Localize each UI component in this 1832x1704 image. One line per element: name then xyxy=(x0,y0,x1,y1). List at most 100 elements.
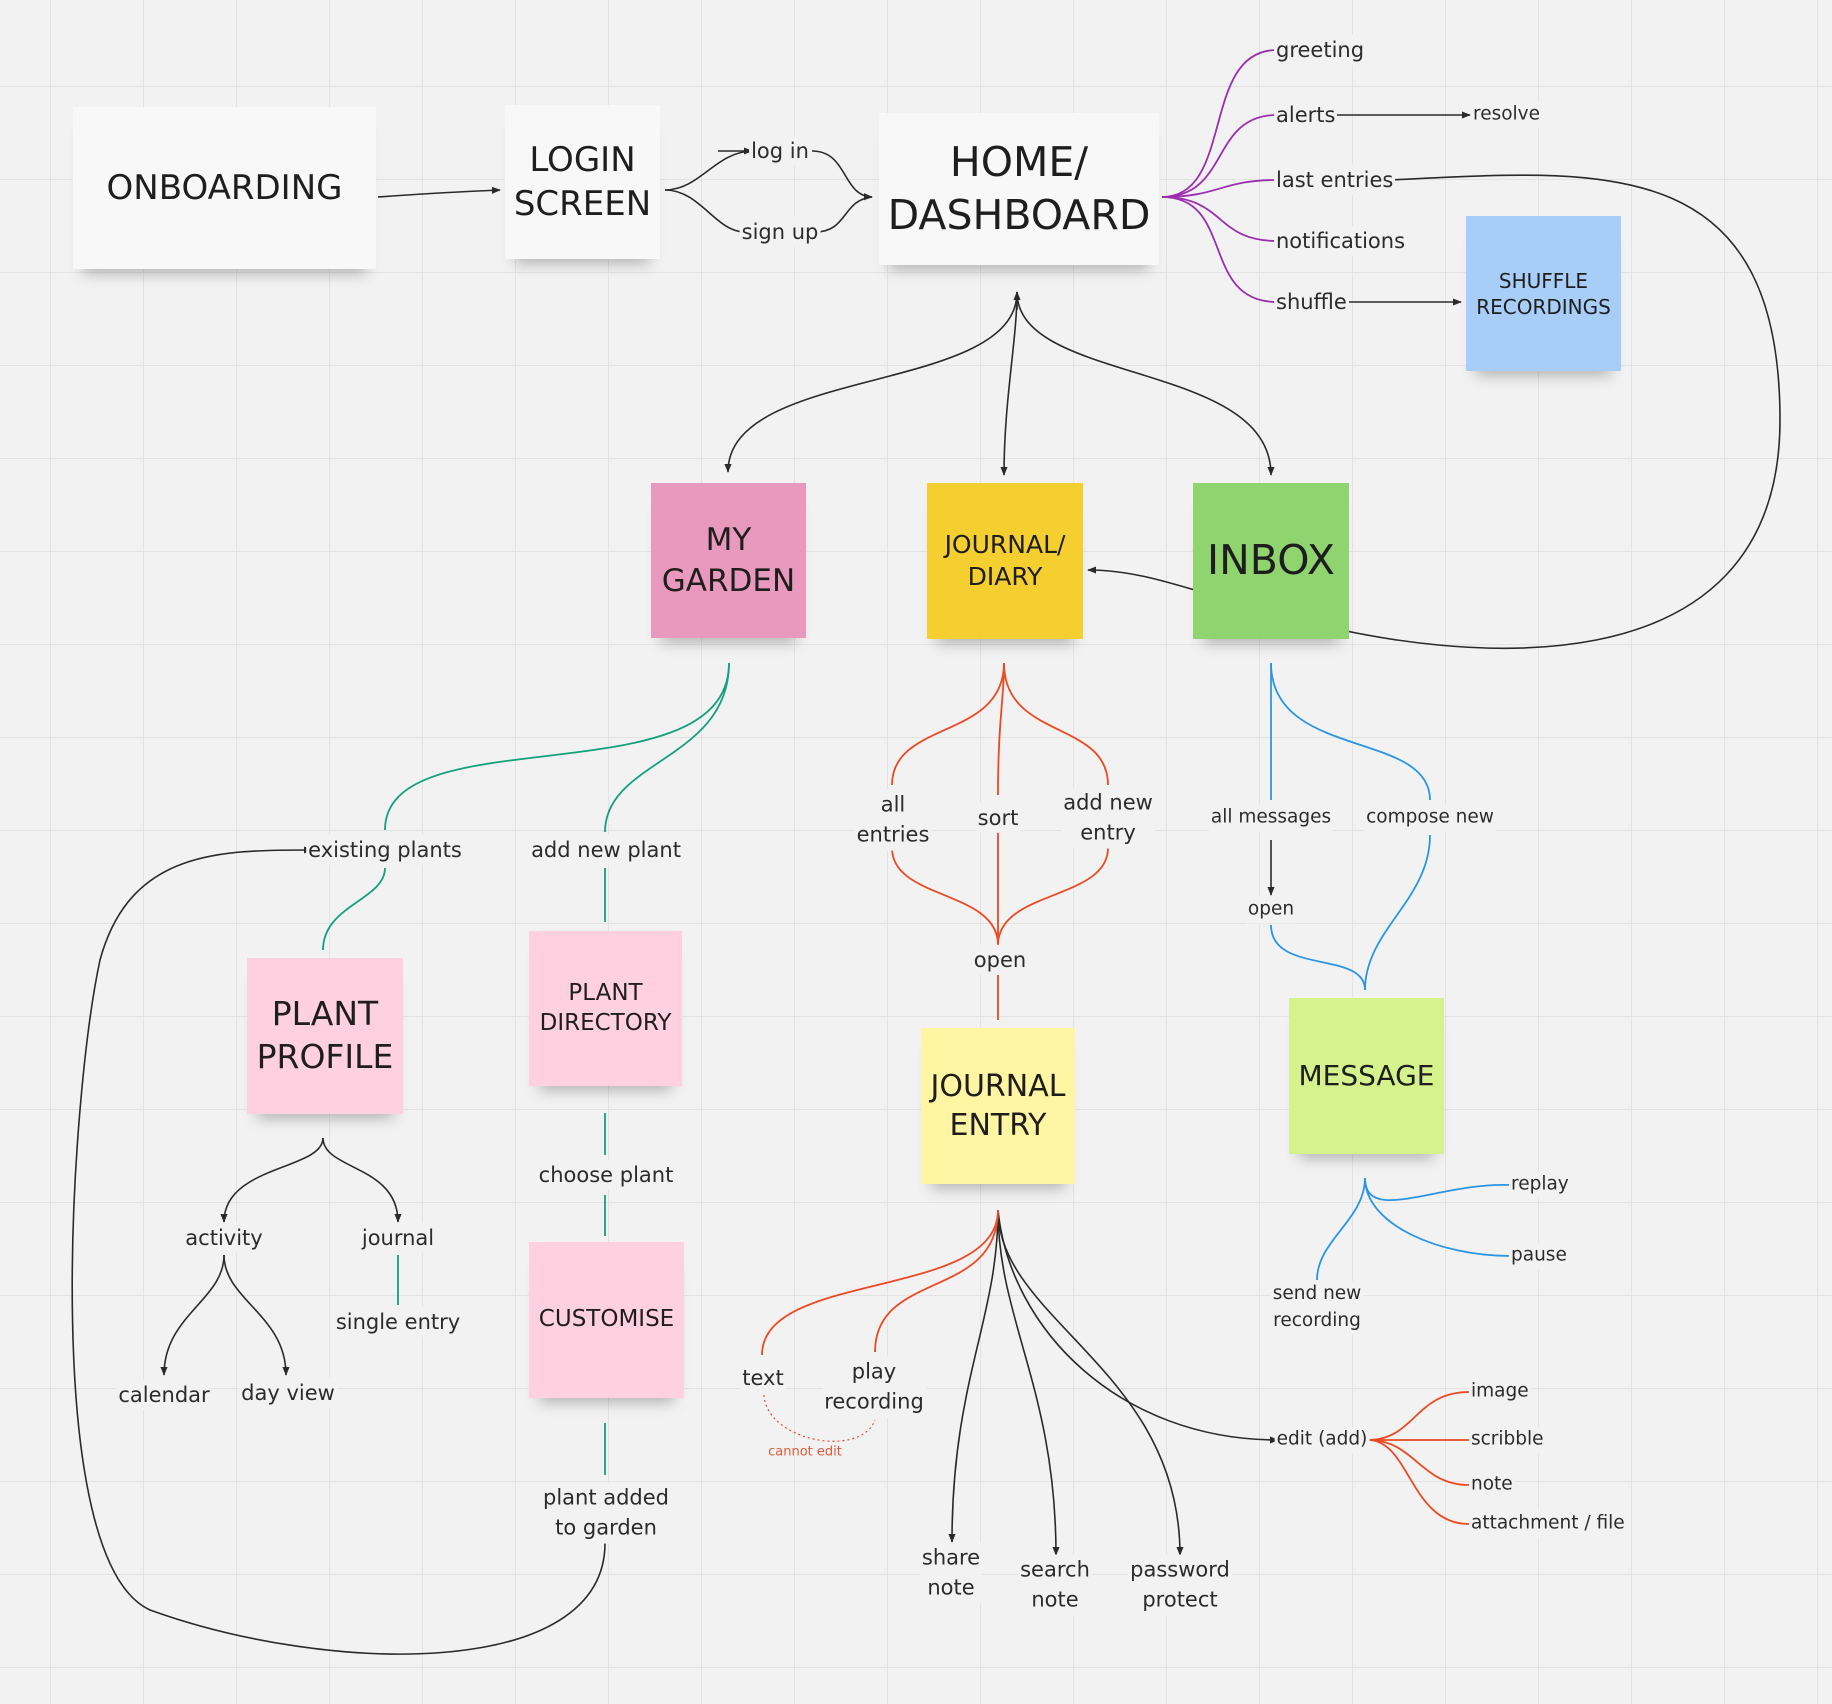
blue-connectors xyxy=(1270,662,1511,1281)
login-screen-note-text: LOGIN SCREEN xyxy=(513,139,652,224)
all-entries-to-open-connector xyxy=(891,847,999,946)
home-to-notifications-connector xyxy=(1161,196,1278,242)
garden-to-add-new-plant-connector xyxy=(604,662,730,833)
shuffle-recordings-note[interactable]: SHUFFLE RECORDINGS xyxy=(1466,216,1621,371)
orange-connectors xyxy=(761,662,1470,1525)
greeting-label: greeting xyxy=(1274,34,1367,66)
entry-to-edit-connector xyxy=(997,1209,1279,1444)
day-view-label: day view xyxy=(239,1377,337,1409)
edit-add-label: edit (add) xyxy=(1274,1426,1370,1454)
plant-profile-note[interactable]: PLANT PROFILE xyxy=(247,958,403,1114)
login-screen-note[interactable]: LOGIN SCREEN xyxy=(505,105,660,259)
sign-up-to-home-connector xyxy=(814,196,873,233)
inbox-to-compose-new-connector xyxy=(1270,662,1431,801)
shuffle-label: shuffle xyxy=(1274,286,1349,318)
password-protect-label: password protect xyxy=(1128,1554,1232,1616)
journal-label: journal xyxy=(359,1222,437,1254)
message-to-send-new-connector xyxy=(1316,1177,1366,1281)
entry-to-play-recording-connector xyxy=(874,1209,999,1353)
home-dashboard-note-text: HOME/ DASHBOARD xyxy=(887,137,1151,239)
home-to-last-entries-connector xyxy=(1161,179,1278,198)
entry-to-search-note-connector xyxy=(997,1209,1060,1556)
log-in-to-home-connector xyxy=(811,150,873,201)
journal-open-label: open xyxy=(971,944,1029,976)
text-label: text xyxy=(740,1362,786,1394)
search-note-label: search note xyxy=(1018,1554,1092,1616)
login-to-log-in-connector xyxy=(664,150,753,191)
last-entries-label: last entries xyxy=(1274,164,1396,196)
scribble-label: scribble xyxy=(1469,1426,1546,1454)
cannot-edit-dotted-connector xyxy=(763,1389,876,1442)
inbox-note-text: INBOX xyxy=(1207,536,1335,585)
pause-label: pause xyxy=(1509,1242,1569,1270)
share-note-label: share note xyxy=(919,1542,983,1604)
add-new-entry-to-open-connector xyxy=(997,847,1109,946)
message-to-pause-connector xyxy=(1364,1177,1511,1257)
edit-to-attachment-connector xyxy=(1367,1439,1470,1525)
diary-to-all-entries-connector xyxy=(891,662,1005,786)
message-note[interactable]: MESSAGE xyxy=(1289,998,1444,1154)
compose-new-label: compose new xyxy=(1364,804,1496,832)
attachment-file-label: attachment / file xyxy=(1469,1510,1627,1538)
journal-diary-note[interactable]: JOURNAL/ DIARY xyxy=(927,483,1083,639)
message-note-text: MESSAGE xyxy=(1298,1058,1435,1092)
plant-added-to-existing-plants-connector xyxy=(71,846,606,1655)
my-garden-note-text: MY GARDEN xyxy=(661,522,796,599)
home-to-journal-connector xyxy=(1000,291,1018,476)
note-label: note xyxy=(1469,1471,1515,1499)
send-new-recording-label: send new recording xyxy=(1270,1281,1364,1335)
journal-entry-note-text: JOURNAL ENTRY xyxy=(930,1069,1066,1143)
customise-note[interactable]: CUSTOMISE xyxy=(529,1242,684,1398)
garden-to-existing-plants-connector xyxy=(384,662,730,831)
last-entries-to-journal-connector xyxy=(1087,174,1781,650)
entry-to-password-connector xyxy=(997,1209,1184,1556)
choose-plant-label: choose plant xyxy=(536,1159,676,1191)
sort-label: sort xyxy=(975,802,1021,834)
sign-up-label: sign up xyxy=(739,216,821,248)
inbox-note[interactable]: INBOX xyxy=(1193,483,1349,639)
existing-plants-to-profile-connector xyxy=(322,867,386,951)
home-to-my-garden-connector xyxy=(724,291,1018,473)
inbox-open-label: open xyxy=(1245,896,1297,924)
message-to-replay-connector xyxy=(1364,1177,1511,1201)
add-new-entry-label: add new entry xyxy=(1061,787,1155,849)
onboarding-note-text: ONBOARDING xyxy=(106,167,343,208)
play-recording-label: play recording xyxy=(822,1356,926,1418)
notifications-label: notifications xyxy=(1274,225,1408,257)
plant-profile-note-text: PLANT PROFILE xyxy=(256,994,394,1076)
customise-note-text: CUSTOMISE xyxy=(538,1306,675,1333)
edit-to-note-connector xyxy=(1367,1439,1470,1486)
activity-to-calendar-connector xyxy=(160,1254,225,1376)
onboarding-note[interactable]: ONBOARDING xyxy=(73,107,376,269)
activity-label: activity xyxy=(183,1222,265,1254)
diary-to-add-new-entry-connector xyxy=(1003,662,1109,786)
purple-connectors xyxy=(1161,49,1278,303)
diary-to-sort-connector xyxy=(997,662,1005,796)
home-to-greeting-connector xyxy=(1161,49,1278,198)
image-label: image xyxy=(1469,1378,1531,1406)
home-to-shuffle-connector xyxy=(1161,196,1278,303)
shuffle-recordings-note-text: SHUFFLE RECORDINGS xyxy=(1476,268,1611,319)
plant-added-label: plant added to garden xyxy=(540,1482,672,1544)
cannot-edit-label: cannot edit xyxy=(768,1444,842,1460)
onboarding-to-login-connector xyxy=(377,186,501,198)
plant-directory-note[interactable]: PLANT DIRECTORY xyxy=(529,931,682,1086)
home-to-alerts-connector xyxy=(1161,114,1278,198)
calendar-label: calendar xyxy=(116,1379,212,1411)
my-garden-note[interactable]: MY GARDEN xyxy=(651,483,806,638)
all-entries-label: all entries xyxy=(854,789,932,851)
compose-new-to-message-connector xyxy=(1364,834,1431,991)
resolve-label: resolve xyxy=(1471,101,1543,129)
alerts-label: alerts xyxy=(1274,99,1338,131)
activity-to-day-view-connector xyxy=(223,1254,290,1376)
profile-to-journal-connector xyxy=(322,1137,402,1223)
all-messages-label: all messages xyxy=(1208,804,1334,832)
entry-to-share-note-connector xyxy=(948,1209,999,1543)
home-dashboard-note[interactable]: HOME/ DASHBOARD xyxy=(879,113,1159,265)
journal-diary-note-text: JOURNAL/ DIARY xyxy=(944,529,1066,592)
journal-entry-note[interactable]: JOURNAL ENTRY xyxy=(921,1028,1075,1184)
plant-directory-note-text: PLANT DIRECTORY xyxy=(539,979,672,1036)
entry-to-text-connector xyxy=(761,1209,999,1356)
green-connectors xyxy=(322,662,730,1475)
